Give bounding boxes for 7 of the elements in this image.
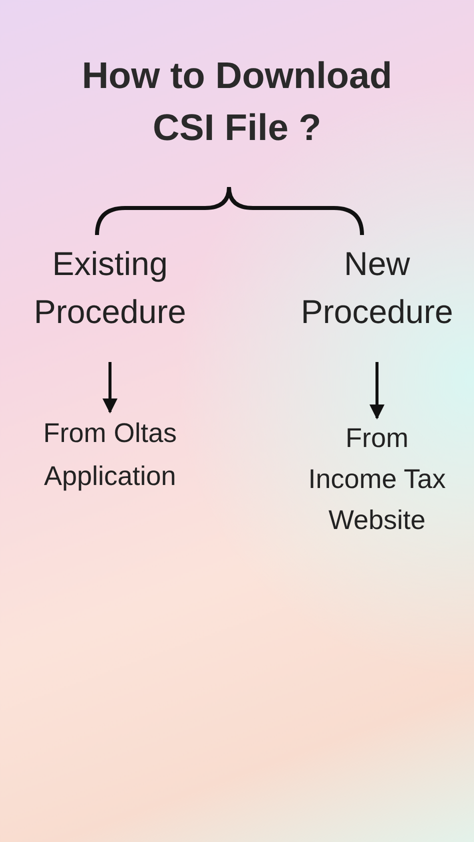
node-label: From Oltas Application (42, 417, 178, 493)
title: How to Download CSI File ? (80, 54, 394, 150)
arrow (370, 362, 384, 420)
node-label: New Procedure (300, 244, 454, 332)
arrow (102, 362, 118, 414)
node-label: From Income Tax Website (307, 422, 447, 537)
node-label: Existing Procedure (32, 244, 188, 332)
